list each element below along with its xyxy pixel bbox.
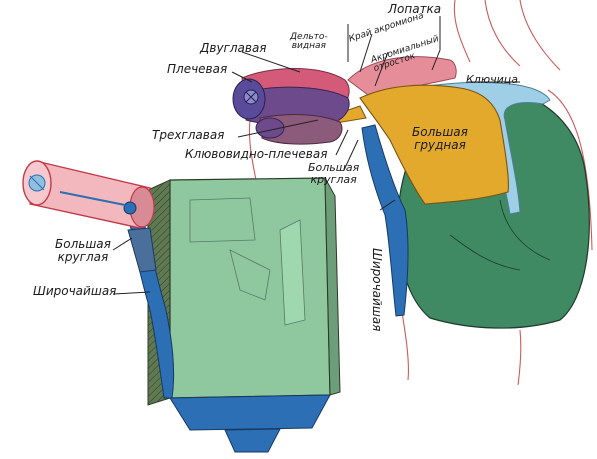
label-trekhglavaya: Трехглавая xyxy=(152,129,224,142)
label-bolshaya-kruglaya-right: Большая круглая xyxy=(308,162,359,185)
label-bolshaya-grudnaya: Большая грудная xyxy=(412,126,468,151)
left-torso-box xyxy=(148,178,340,452)
label-klyuvovidno-plechevaya: Клювовидно-плечевая xyxy=(185,148,327,161)
left-arm-cylinder xyxy=(23,161,154,228)
label-bolshaya-kruglaya-left: Большая круглая xyxy=(55,238,111,263)
label-plechevaya: Плечевая xyxy=(167,63,227,76)
label-shirochayshaya-left: Широчайшая xyxy=(33,285,116,298)
label-delto-vidnaya: Дельто- видная xyxy=(290,33,328,52)
label-dvuglavaya: Двуглавая xyxy=(200,42,267,55)
label-shirochayshaya-right: Широчайшая xyxy=(370,248,383,331)
label-klyuchitsa: Ключица xyxy=(466,74,518,86)
upper-arm-muscles xyxy=(233,69,349,145)
